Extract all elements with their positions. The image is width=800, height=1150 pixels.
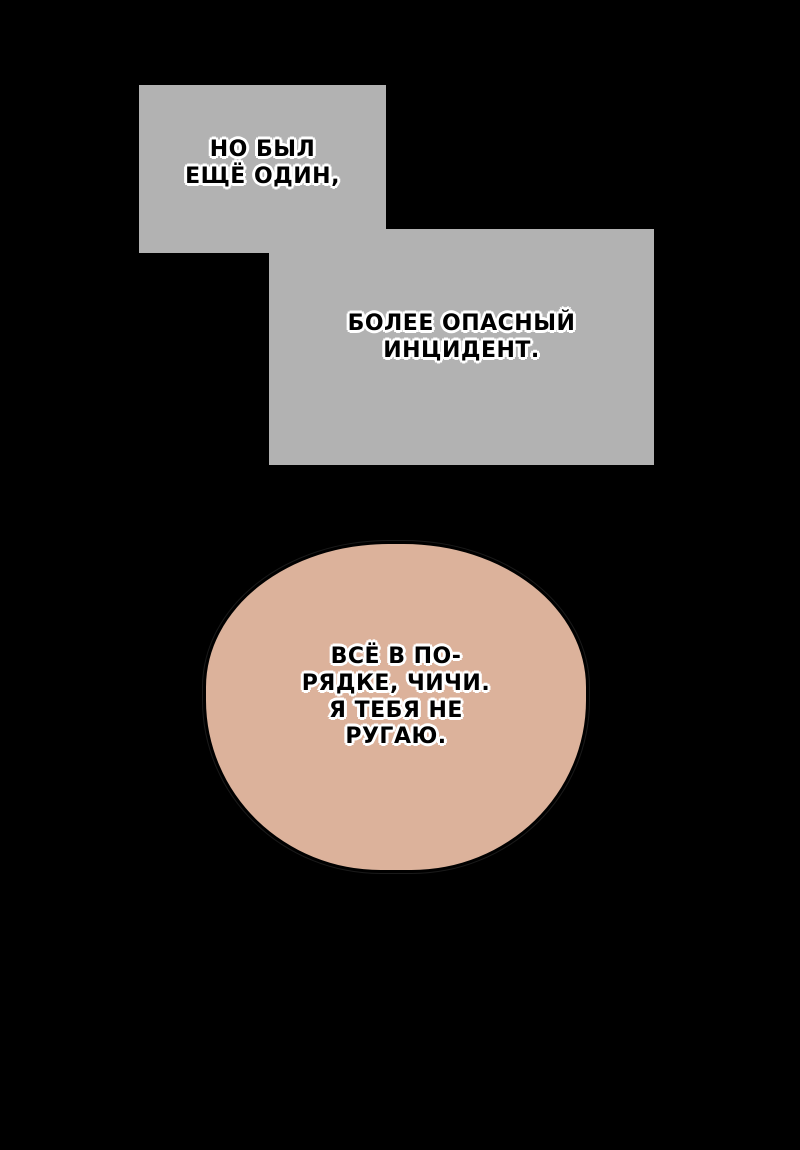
caption-1-line-1: НО БЫЛ: [209, 137, 316, 162]
caption-text-2: БОЛЕЕ ОПАСНЫЙ ИНЦИДЕНТ.: [269, 311, 654, 365]
bubble-line-4: РУГАЮ.: [345, 724, 447, 750]
caption-2-line-1: БОЛЕЕ ОПАСНЫЙ: [347, 311, 576, 336]
speech-bubble-text: ВСЁ В ПО- РЯДКЕ, ЧИЧИ. Я ТЕБЯ НЕ РУГАЮ.: [206, 644, 586, 751]
caption-box-2: БОЛЕЕ ОПАСНЫЙ ИНЦИДЕНТ.: [269, 229, 654, 465]
caption-1-line-2: ЕЩЁ ОДИН,: [185, 163, 340, 189]
caption-text-1: НО БЫЛ ЕЩЁ ОДИН,: [139, 137, 386, 191]
speech-bubble: ВСЁ В ПО- РЯДКЕ, ЧИЧИ. Я ТЕБЯ НЕ РУГАЮ.: [203, 541, 589, 873]
bubble-line-1: ВСЁ В ПО-: [330, 644, 462, 669]
caption-box-1: НО БЫЛ ЕЩЁ ОДИН,: [139, 85, 386, 253]
bubble-line-2: РЯДКЕ, ЧИЧИ.: [301, 670, 491, 696]
caption-2-line-2: ИНЦИДЕНТ.: [383, 337, 540, 363]
bubble-line-3: Я ТЕБЯ НЕ: [329, 697, 463, 723]
